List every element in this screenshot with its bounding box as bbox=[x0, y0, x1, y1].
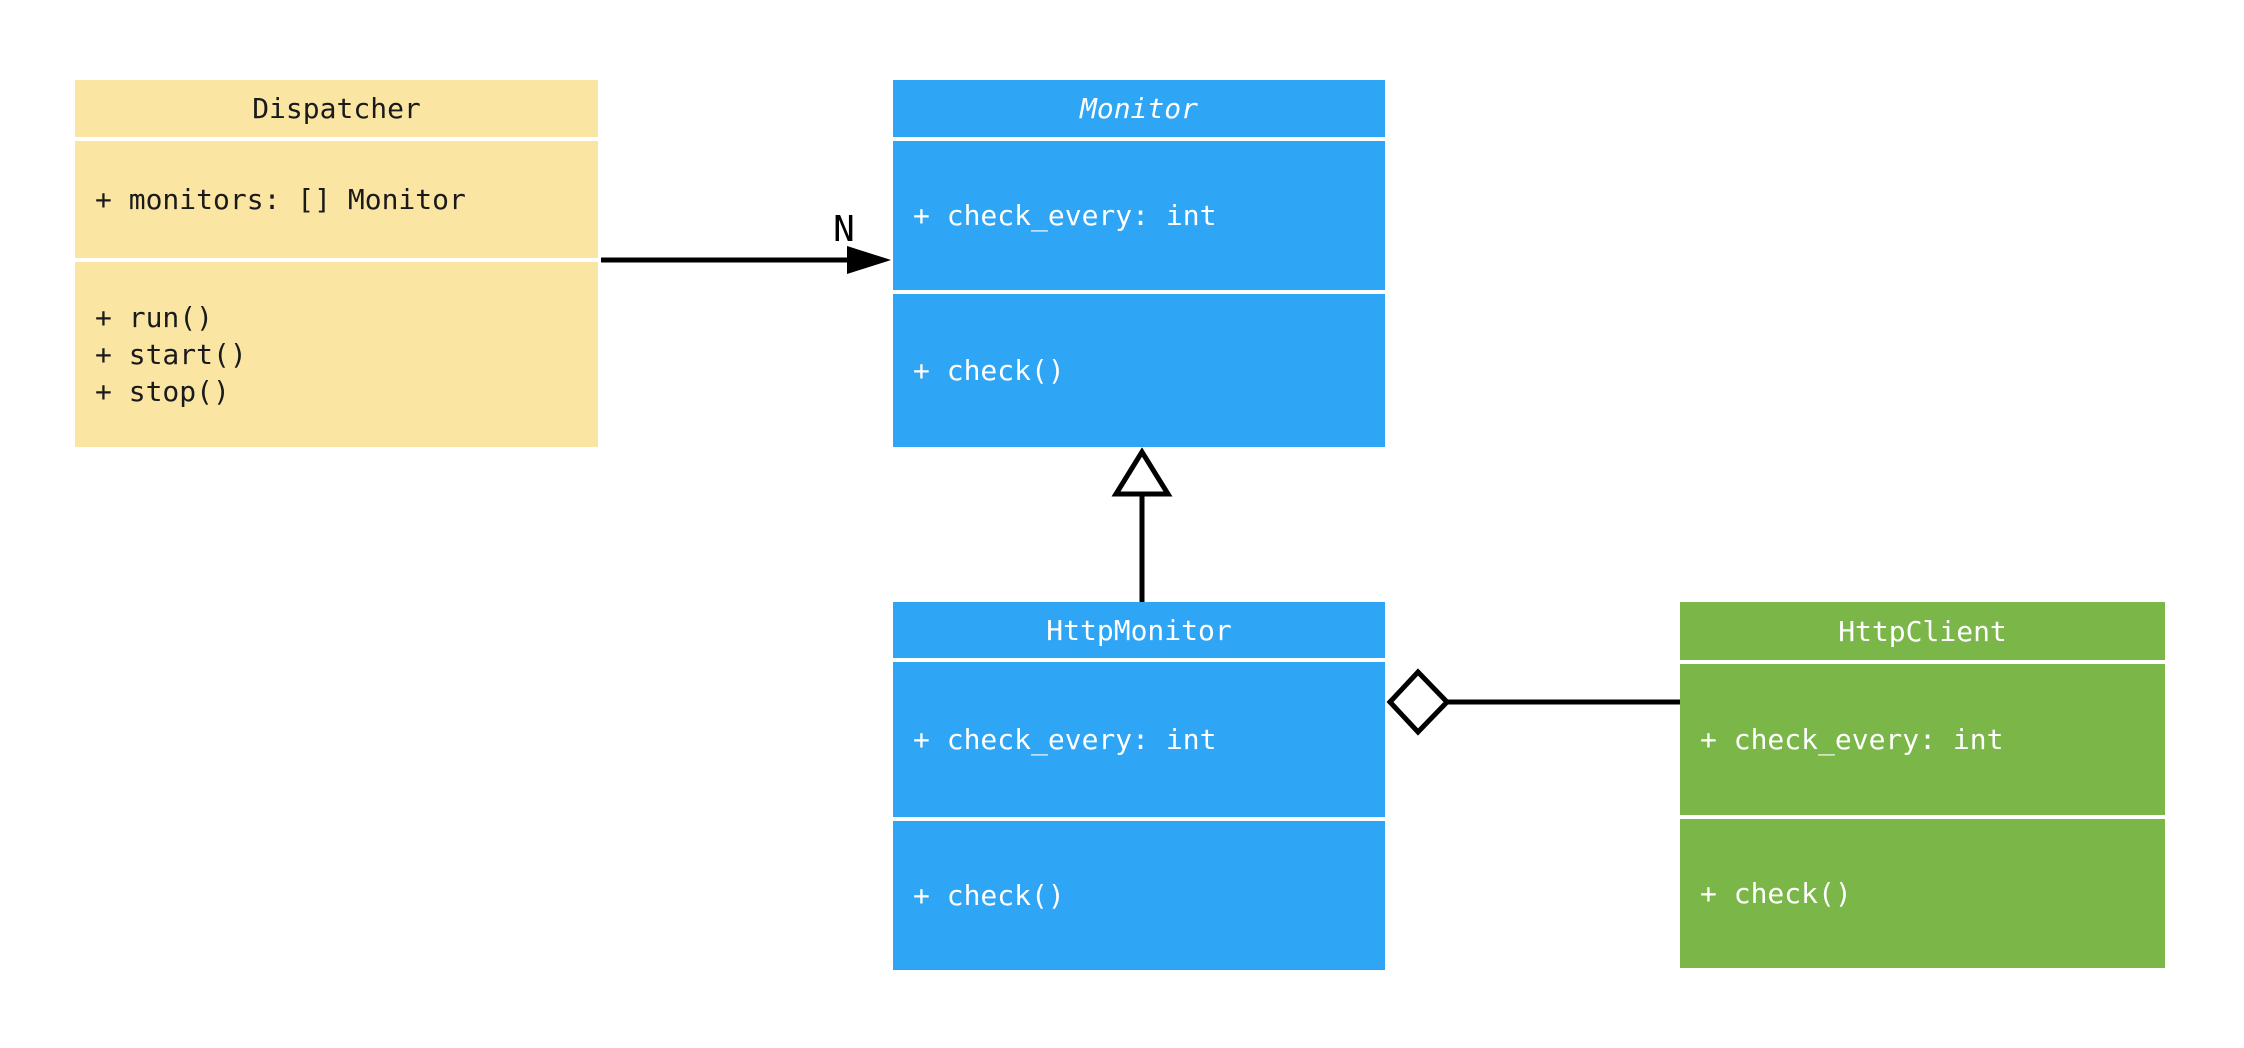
class-title-dispatcher: Dispatcher bbox=[75, 80, 598, 137]
hollow-triangle-icon bbox=[1111, 447, 1173, 497]
method-item: + check() bbox=[1700, 877, 1852, 910]
methods-compartment: + run() + start() + stop() bbox=[75, 262, 598, 447]
association-dispatcher-to-monitor: N bbox=[601, 209, 891, 274]
class-title-httpmonitor: HttpMonitor bbox=[893, 602, 1385, 658]
methods-compartment: + check() bbox=[893, 294, 1385, 447]
method-item: + check() bbox=[913, 354, 1065, 387]
class-box-httpclient: HttpClient + check_every: int + check() bbox=[1680, 602, 2165, 968]
attribute-item: + check_every: int bbox=[913, 199, 1217, 232]
class-title-httpclient: HttpClient bbox=[1680, 602, 2165, 660]
association-multiplicity-label: N bbox=[833, 209, 855, 250]
hollow-diamond-icon bbox=[1386, 668, 1451, 736]
methods-compartment: + check() bbox=[1680, 819, 2165, 968]
attribute-item: + monitors: [] Monitor bbox=[95, 183, 466, 216]
method-item: + run() bbox=[95, 301, 214, 334]
class-title-monitor: Monitor bbox=[893, 80, 1385, 137]
class-box-dispatcher: Dispatcher + monitors: [] Monitor + run(… bbox=[75, 80, 598, 447]
method-item: + stop() bbox=[95, 375, 230, 408]
class-box-monitor: Monitor + check_every: int + check() bbox=[893, 80, 1385, 447]
attributes-compartment: + check_every: int bbox=[1680, 664, 2165, 815]
attribute-item: + check_every: int bbox=[913, 723, 1217, 756]
attribute-item: + check_every: int bbox=[1700, 723, 2004, 756]
methods-compartment: + check() bbox=[893, 821, 1385, 970]
attributes-compartment: + check_every: int bbox=[893, 662, 1385, 817]
filled-arrowhead-icon bbox=[847, 246, 891, 274]
method-item: + start() bbox=[95, 338, 247, 371]
attributes-compartment: + monitors: [] Monitor bbox=[75, 141, 598, 258]
inheritance-httpmonitor-to-monitor bbox=[1111, 447, 1173, 602]
class-box-httpmonitor: HttpMonitor + check_every: int + check() bbox=[893, 602, 1385, 970]
aggregation-httpmonitor-to-httpclient bbox=[1386, 668, 1680, 736]
attributes-compartment: + check_every: int bbox=[893, 141, 1385, 290]
method-item: + check() bbox=[913, 879, 1065, 912]
